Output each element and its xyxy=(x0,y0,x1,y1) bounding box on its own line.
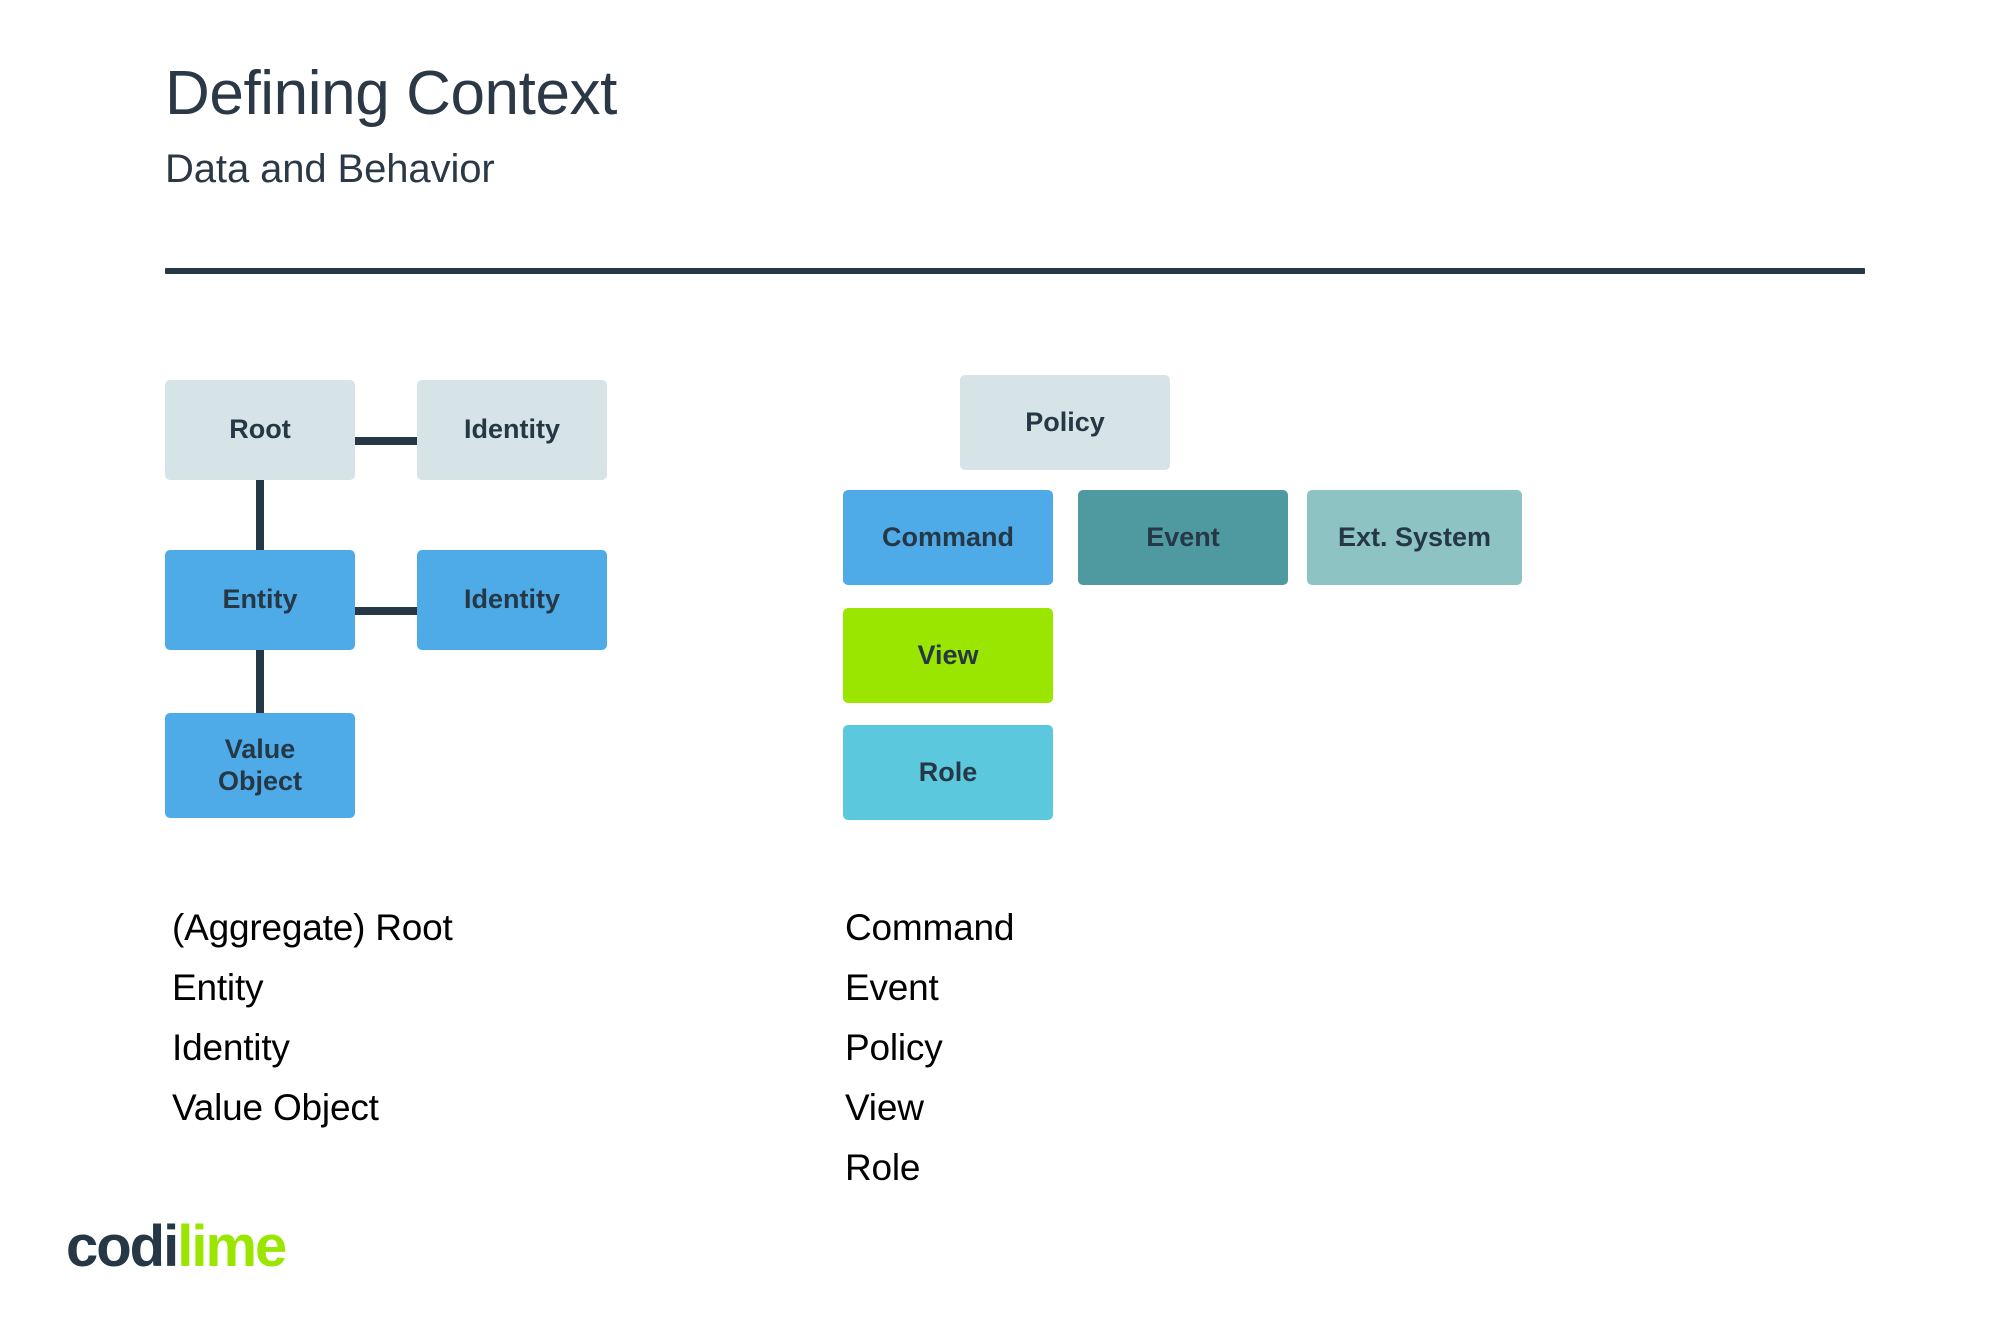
node-value-object-label-line2: Object xyxy=(217,765,303,796)
node-policy[interactable]: Policy xyxy=(960,375,1170,470)
behavior-term-list: Command Event Policy View Role xyxy=(845,898,1014,1198)
node-entity[interactable]: Entity xyxy=(165,550,355,650)
behavior-term-item: Role xyxy=(845,1147,921,1188)
data-term-item: Entity xyxy=(172,967,264,1008)
node-value-object-label: Value Object xyxy=(218,734,302,798)
node-role[interactable]: Role xyxy=(843,725,1053,820)
connector-entity-to-value-object xyxy=(256,650,264,713)
node-role-label: Role xyxy=(918,756,978,787)
node-view-label: View xyxy=(917,639,979,670)
node-root-label: Root xyxy=(229,414,291,445)
data-term-item: Identity xyxy=(172,1027,290,1068)
node-value-object[interactable]: Value Object xyxy=(165,713,355,818)
data-term-item: Value Object xyxy=(172,1087,379,1128)
node-view[interactable]: View xyxy=(843,608,1053,703)
behavior-term-item: Event xyxy=(845,967,939,1008)
data-term-item: (Aggregate) Root xyxy=(172,907,453,948)
node-entity-identity[interactable]: Identity xyxy=(417,550,607,650)
logo-codi-text: codi xyxy=(66,1214,179,1279)
node-root-identity-label: Identity xyxy=(463,414,560,445)
behavior-term-item: Command xyxy=(845,907,1015,948)
node-event-label: Event xyxy=(1146,521,1220,552)
node-policy-label: Policy xyxy=(1025,406,1105,437)
page-subtitle: Data and Behavior xyxy=(165,147,495,192)
connector-root-to-identity xyxy=(355,437,417,445)
node-root[interactable]: Root xyxy=(165,380,355,480)
connector-entity-to-identity xyxy=(355,607,417,615)
node-entity-identity-label: Identity xyxy=(463,584,560,615)
title-divider xyxy=(165,268,1865,274)
node-root-identity[interactable]: Identity xyxy=(417,380,607,480)
node-entity-label: Entity xyxy=(222,584,298,615)
slide-header: Defining Context Data and Behavior xyxy=(165,62,1865,189)
node-value-object-label-line1: Value xyxy=(224,733,296,764)
data-term-list: (Aggregate) Root Entity Identity Value O… xyxy=(172,898,453,1138)
node-ext-system[interactable]: Ext. System xyxy=(1307,490,1522,585)
connector-root-to-entity xyxy=(256,480,264,550)
node-command[interactable]: Command xyxy=(843,490,1053,585)
node-ext-system-label: Ext. System xyxy=(1337,521,1492,552)
logo-lime-text: lime xyxy=(177,1214,287,1279)
behavior-term-item: View xyxy=(845,1087,924,1128)
node-event[interactable]: Event xyxy=(1078,490,1288,585)
page-title: Defining Context xyxy=(165,59,617,128)
codilime-logo: codilime xyxy=(66,1218,287,1276)
behavior-term-item: Policy xyxy=(845,1027,943,1068)
node-command-label: Command xyxy=(881,521,1014,552)
